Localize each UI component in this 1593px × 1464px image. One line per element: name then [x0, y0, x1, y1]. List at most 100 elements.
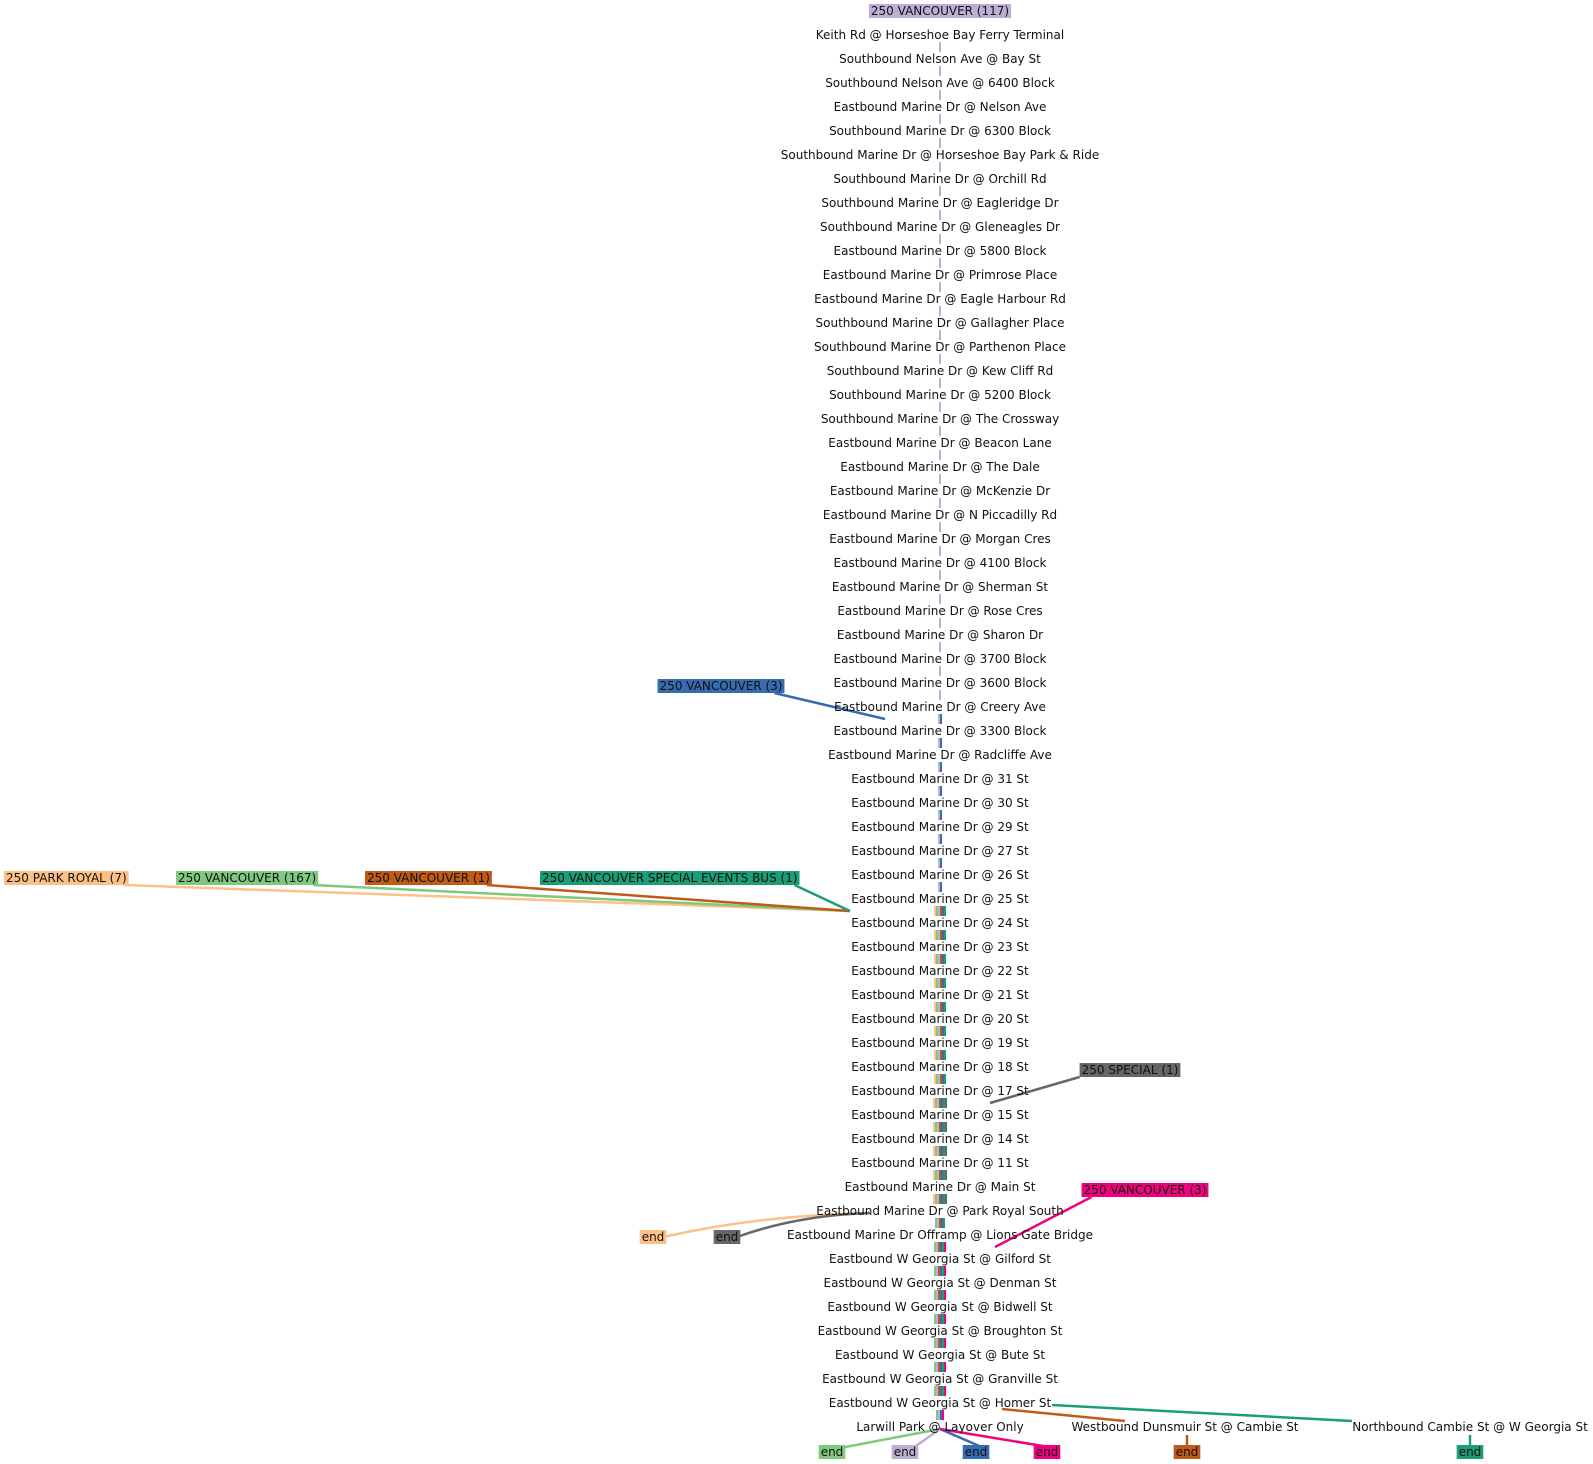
stop-label: Eastbound Marine Dr @ 21 St: [851, 988, 1029, 1002]
trunk-segment: [938, 1338, 940, 1348]
stop-label: Southbound Marine Dr @ 5200 Block: [829, 388, 1051, 402]
trunk-segment: [938, 1314, 940, 1324]
trunk-segment: [942, 1050, 944, 1060]
stop-label: Eastbound W Georgia St @ Broughton St: [818, 1324, 1063, 1338]
stop-label: Eastbound Marine Dr @ 25 St: [851, 892, 1029, 906]
trunk-segment: [943, 1170, 945, 1180]
trunk-segment: [940, 1074, 942, 1084]
trunk-segment: [942, 1266, 944, 1276]
trunk-segment: [944, 1002, 946, 1012]
trunk-segment: [939, 570, 941, 580]
stop-label: Southbound Nelson Ave @ 6400 Block: [825, 76, 1055, 90]
trunk-segment: [934, 1362, 936, 1372]
trunk-segment: [936, 1026, 938, 1036]
trunk-segment: [939, 1122, 941, 1132]
trunk-segment: [937, 1098, 939, 1108]
stop-label: Eastbound W Georgia St @ Denman St: [823, 1276, 1056, 1290]
trunk-segment: [936, 1002, 938, 1012]
stop-label: Southbound Marine Dr @ Kew Cliff Rd: [827, 364, 1053, 378]
route-end-tag: end: [639, 1230, 667, 1244]
trunk-segment: [939, 210, 941, 220]
trunk-segment: [939, 282, 941, 292]
trunk-segment: [943, 1098, 945, 1108]
trunk-segment: [936, 1338, 938, 1348]
stop-label: Eastbound Marine Dr @ Creery Ave: [834, 700, 1046, 714]
route-end-connector: [939, 1427, 985, 1450]
stop-label: Eastbound Marine Dr @ Eagle Harbour Rd: [814, 292, 1066, 306]
trunk-segment: [938, 906, 940, 916]
route-end-tag-box: [891, 1445, 919, 1459]
trunk-segment: [939, 186, 941, 196]
trunk-segment: [940, 1314, 942, 1324]
stop-label: Eastbound Marine Dr @ N Piccadilly Rd: [823, 508, 1057, 522]
trunk-segment: [944, 906, 946, 916]
stop-label: Eastbound Marine Dr @ Main St: [845, 1180, 1036, 1194]
trunk-segment: [945, 1146, 947, 1156]
route-start-tag-text: 250 VANCOUVER (3): [660, 679, 783, 693]
trunk-segment: [944, 1314, 946, 1324]
stop-label: Eastbound Marine Dr @ Beacon Lane: [828, 436, 1051, 450]
route-start-tag-text: 250 PARK ROYAL (7): [6, 871, 127, 885]
route-start-connector: [313, 883, 851, 913]
trunk-segment: [938, 1386, 940, 1396]
trunk-segment: [935, 1146, 937, 1156]
stop-label: Eastbound Marine Dr Offramp @ Lions Gate…: [787, 1228, 1093, 1242]
stop-label: Eastbound Marine Dr @ 29 St: [851, 820, 1029, 834]
route-start-tag: 250 VANCOUVER (117): [868, 4, 1012, 18]
trunk-segment: [935, 1098, 937, 1108]
trunk-segment: [935, 1122, 937, 1132]
trunk-segment: [942, 1410, 944, 1420]
trunk-line-segments: [933, 42, 947, 1420]
trunk-segment: [934, 1386, 936, 1396]
trunk-segment: [944, 1242, 946, 1252]
trunk-segment: [939, 498, 941, 508]
trunk-segment: [944, 1074, 946, 1084]
trunk-segment: [940, 810, 942, 820]
stop-label: Eastbound Marine Dr @ 22 St: [851, 964, 1029, 978]
trunk-segment: [934, 1002, 936, 1012]
route-start-tag-text: 250 VANCOUVER (3): [1084, 1183, 1207, 1197]
stop-label: Southbound Nelson Ave @ Bay St: [839, 52, 1041, 66]
trunk-segment: [942, 954, 944, 964]
trunk-segment: [940, 930, 942, 940]
trunk-segment: [936, 1242, 938, 1252]
stop-label: Eastbound Marine Dr @ 3700 Block: [834, 652, 1047, 666]
route-start-tag: 250 VANCOUVER (3): [657, 679, 785, 693]
route-end-tag-box: [962, 1445, 990, 1459]
trunk-segment: [941, 1146, 943, 1156]
stop-label: Eastbound W Georgia St @ Granville St: [822, 1372, 1058, 1386]
stop-label: Eastbound Marine Dr @ 3300 Block: [834, 724, 1047, 738]
trunk-segment: [939, 690, 941, 700]
route-end-tag-text: end: [965, 1445, 988, 1459]
trunk-segment: [941, 1098, 943, 1108]
trunk-segment: [939, 546, 941, 556]
trunk-segment: [936, 1290, 938, 1300]
route-end-tag-box: [818, 1445, 846, 1459]
route-start-connector: [123, 883, 851, 913]
trunk-segment: [934, 930, 936, 940]
stop-label: Eastbound Marine Dr @ Sharon Dr: [837, 628, 1043, 642]
trunk-segment: [942, 1026, 944, 1036]
trunk-segment: [941, 1122, 943, 1132]
trunk-segment: [940, 762, 942, 772]
trunk-segment: [938, 786, 940, 796]
stop-label: Eastbound Marine Dr @ 15 St: [851, 1108, 1029, 1122]
stop-label: Southbound Marine Dr @ Gleneagles Dr: [820, 220, 1060, 234]
trunk-segment: [936, 978, 938, 988]
trunk-segment: [933, 1098, 935, 1108]
trunk-segment: [943, 1122, 945, 1132]
trunk-segment: [934, 954, 936, 964]
trunk-segment: [940, 954, 942, 964]
stop-label: Southbound Marine Dr @ Parthenon Place: [814, 340, 1066, 354]
trunk-segment: [944, 1290, 946, 1300]
route-start-tag-box: [4, 871, 129, 885]
stop-label: Eastbound Marine Dr @ 31 St: [851, 772, 1029, 786]
route-start-tag-box: [1079, 1063, 1181, 1077]
trunk-segment: [939, 1194, 941, 1204]
trunk-segment: [939, 162, 941, 172]
stop-label: Eastbound Marine Dr @ Morgan Cres: [829, 532, 1051, 546]
route-end-tag: end: [1173, 1445, 1201, 1459]
route-start-tag: 250 PARK ROYAL (7): [4, 871, 129, 885]
trunk-segment: [936, 1410, 938, 1420]
stop-label: Eastbound Marine Dr @ 26 St: [851, 868, 1029, 882]
